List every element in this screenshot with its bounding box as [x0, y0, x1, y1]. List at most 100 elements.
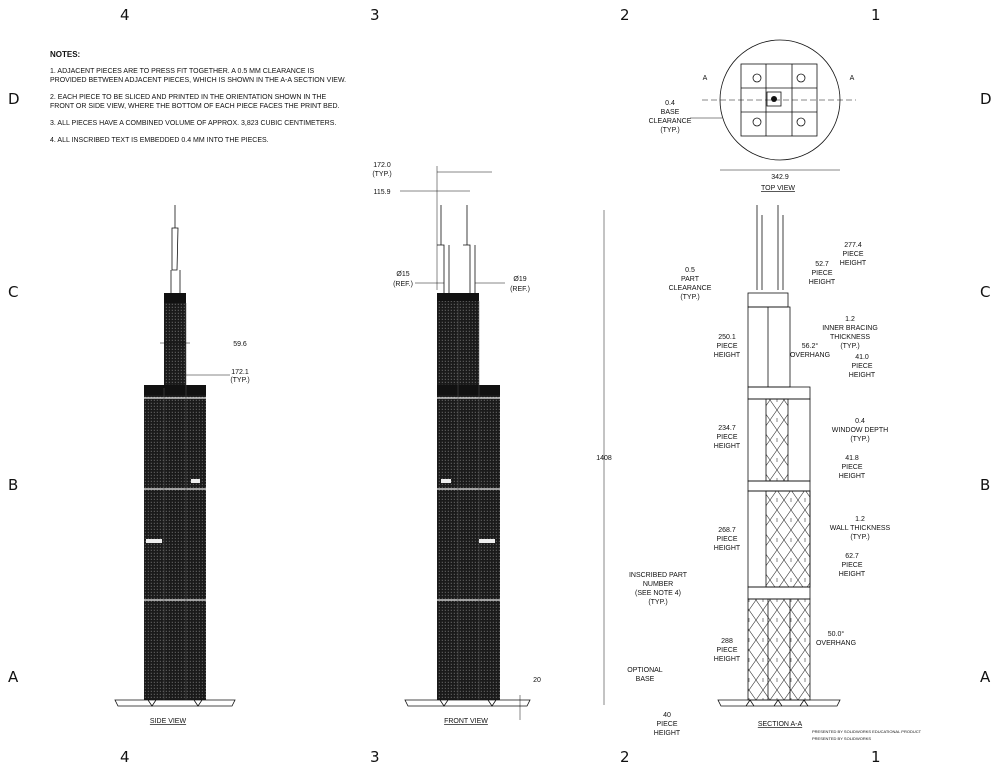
top-view-section-marker-right: A	[850, 75, 855, 82]
section-callout-15-l2: HEIGHT	[714, 656, 741, 663]
section-view-lower-mid-piece	[765, 490, 811, 588]
zone-label-left-d: D	[8, 90, 20, 108]
section-callout-2-l1: PART	[681, 276, 700, 283]
front-view-dia-left: Ø15	[396, 271, 409, 278]
section-view-mid-piece	[765, 398, 789, 482]
section-view-cap-piece	[747, 292, 789, 308]
top-view-clearance-val: 0.4	[665, 100, 675, 107]
section-callout-11-v: 268.7	[718, 527, 736, 534]
section-callout-6-l1: PIECE	[851, 363, 872, 370]
section-callout-0-l1: PIECE	[842, 251, 863, 258]
section-callout-0-v: 277.4	[844, 242, 862, 249]
front-view-dim-172: 172.0	[373, 162, 391, 169]
side-view-step-dim-typ: (TYP.)	[230, 377, 249, 384]
section-callout-7-l1: PIECE	[716, 434, 737, 441]
section-callout-5-l1: OVERHANG	[790, 352, 830, 359]
section-callouts: 277.4PIECEHEIGHT52.7PIECEHEIGHT0.5PARTCL…	[627, 242, 890, 737]
note-1: 1. ADJACENT PIECES ARE TO PRESS FIT TOGE…	[50, 68, 347, 84]
top-view-caption: TOP VIEW	[761, 185, 795, 192]
top-view: A A 342.9 0.4 BASE CLEARANCE (TYP.) TOP …	[649, 39, 856, 192]
section-callout-3-v: 1.2	[845, 316, 855, 323]
side-view-base	[114, 699, 236, 707]
section-callout-1-l1: PIECE	[811, 270, 832, 277]
section-callout-3-l1: INNER BRACING	[822, 325, 878, 332]
notes-block: NOTES: 1. ADJACENT PIECES ARE TO PRESS F…	[50, 50, 350, 153]
zone-label-top-1: 1	[871, 6, 881, 24]
section-view-antennas	[756, 205, 784, 290]
top-view-clearance-l1: BASE	[661, 109, 680, 116]
note-4: 4. ALL INSCRIBED TEXT IS EMBEDDED 0.4 MM…	[50, 137, 269, 144]
zone-label-top-4: 4	[120, 6, 130, 24]
note-3: 3. ALL PIECES HAVE A COMBINED VOLUME OF …	[50, 120, 337, 127]
front-view-left-antenna	[437, 205, 450, 293]
side-view-caption: SIDE VIEW	[150, 718, 187, 725]
front-view-base	[404, 699, 531, 707]
front-view-lower-tower	[437, 388, 500, 700]
front-view-dia-left-ref: (REF.)	[393, 281, 413, 288]
section-callout-9-v: 41.8	[845, 455, 859, 462]
title-block-line-2: PRESENTED BY SOLIDWORKS	[812, 736, 871, 741]
zone-label-top-2: 2	[620, 6, 630, 24]
section-callout-1-l2: HEIGHT	[809, 279, 836, 286]
front-view-top-cap	[437, 293, 479, 301]
side-view-top-cap	[164, 293, 186, 303]
front-view-dim-172-typ: (TYP.)	[372, 171, 391, 178]
note-2: 2. EACH PIECE TO BE SLICED AND PRINTED I…	[50, 94, 340, 110]
section-callout-10-l2: (TYP.)	[850, 534, 869, 541]
section-callout-0-l2: HEIGHT	[840, 260, 867, 267]
front-view-overall-height: 1408	[596, 455, 612, 462]
side-view-upper-tower	[164, 303, 186, 388]
top-view-clearance-l3: (TYP.)	[660, 127, 679, 134]
section-callout-11-l1: PIECE	[716, 536, 737, 543]
section-view: SECTION A-A 277.4PIECEHEIGHT52.7PIECEHEI…	[627, 205, 891, 737]
section-callout-12-l2: HEIGHT	[839, 571, 866, 578]
section-callout-15-l1: PIECE	[716, 647, 737, 654]
section-callout-14-l1: OVERHANG	[816, 640, 856, 647]
section-view-upper-piece	[747, 306, 791, 388]
section-callout-12-v: 62.7	[845, 553, 859, 560]
section-callout-7-l2: HEIGHT	[714, 443, 741, 450]
section-view-base	[717, 699, 841, 707]
front-view: 172.0 (TYP.) 115.9 Ø15 (REF.) Ø19 (REF.)…	[372, 162, 612, 725]
notes-heading: NOTES:	[50, 50, 81, 59]
section-callout-2-l2: CLEARANCE	[669, 285, 712, 292]
front-view-right-antenna	[463, 205, 476, 293]
zone-label-right-a: A	[980, 668, 991, 686]
front-view-dim-115: 115.9	[374, 189, 391, 196]
section-callout-13-l3: (TYP.)	[648, 599, 667, 606]
section-callout-2-v: 0.5	[685, 267, 695, 274]
zone-label-bottom-4: 4	[120, 748, 130, 766]
section-callout-9-l1: PIECE	[841, 464, 862, 471]
section-callout-10-v: 1.2	[855, 516, 865, 523]
zone-label-top-3: 3	[370, 6, 380, 24]
section-callout-13-l1: NUMBER	[643, 581, 673, 588]
side-view-width-dim: 59.6	[233, 341, 247, 348]
section-callout-3-l3: (TYP.)	[840, 343, 859, 350]
section-callout-3-l2: THICKNESS	[830, 334, 870, 341]
section-callout-16-v: OPTIONAL	[627, 667, 663, 674]
side-view-step-dim: 172.1	[231, 369, 249, 376]
section-callout-17-l2: HEIGHT	[654, 730, 681, 737]
front-view-caption: FRONT VIEW	[444, 718, 488, 725]
section-callout-6-l2: HEIGHT	[849, 372, 876, 379]
top-view-width-dim: 342.9	[771, 174, 789, 181]
top-view-section-marker-left: A	[703, 75, 708, 82]
side-view-antenna	[170, 205, 181, 293]
front-view-dia-right-ref: (REF.)	[510, 286, 530, 293]
section-view-caption: SECTION A-A	[758, 721, 803, 728]
zone-label-right-d: D	[980, 90, 992, 108]
section-callout-4-l1: PIECE	[716, 343, 737, 350]
section-callout-2-l3: (TYP.)	[680, 294, 699, 301]
side-view-lower-tower	[144, 388, 206, 700]
front-view-base-dim: 20	[533, 677, 541, 684]
section-callout-1-v: 52.7	[815, 261, 829, 268]
zone-label-bottom-3: 3	[370, 748, 380, 766]
zone-label-left-b: B	[8, 476, 19, 494]
section-callout-11-l2: HEIGHT	[714, 545, 741, 552]
zone-label-bottom-2: 2	[620, 748, 630, 766]
front-view-dia-right: Ø19	[513, 276, 526, 283]
section-callout-7-v: 234.7	[718, 425, 736, 432]
title-block-line-1: PRESENTED BY SOLIDWORKS EDUCATIONAL PROD…	[812, 729, 922, 734]
section-callout-4-l2: HEIGHT	[714, 352, 741, 359]
top-view-clearance-l2: CLEARANCE	[649, 118, 692, 125]
